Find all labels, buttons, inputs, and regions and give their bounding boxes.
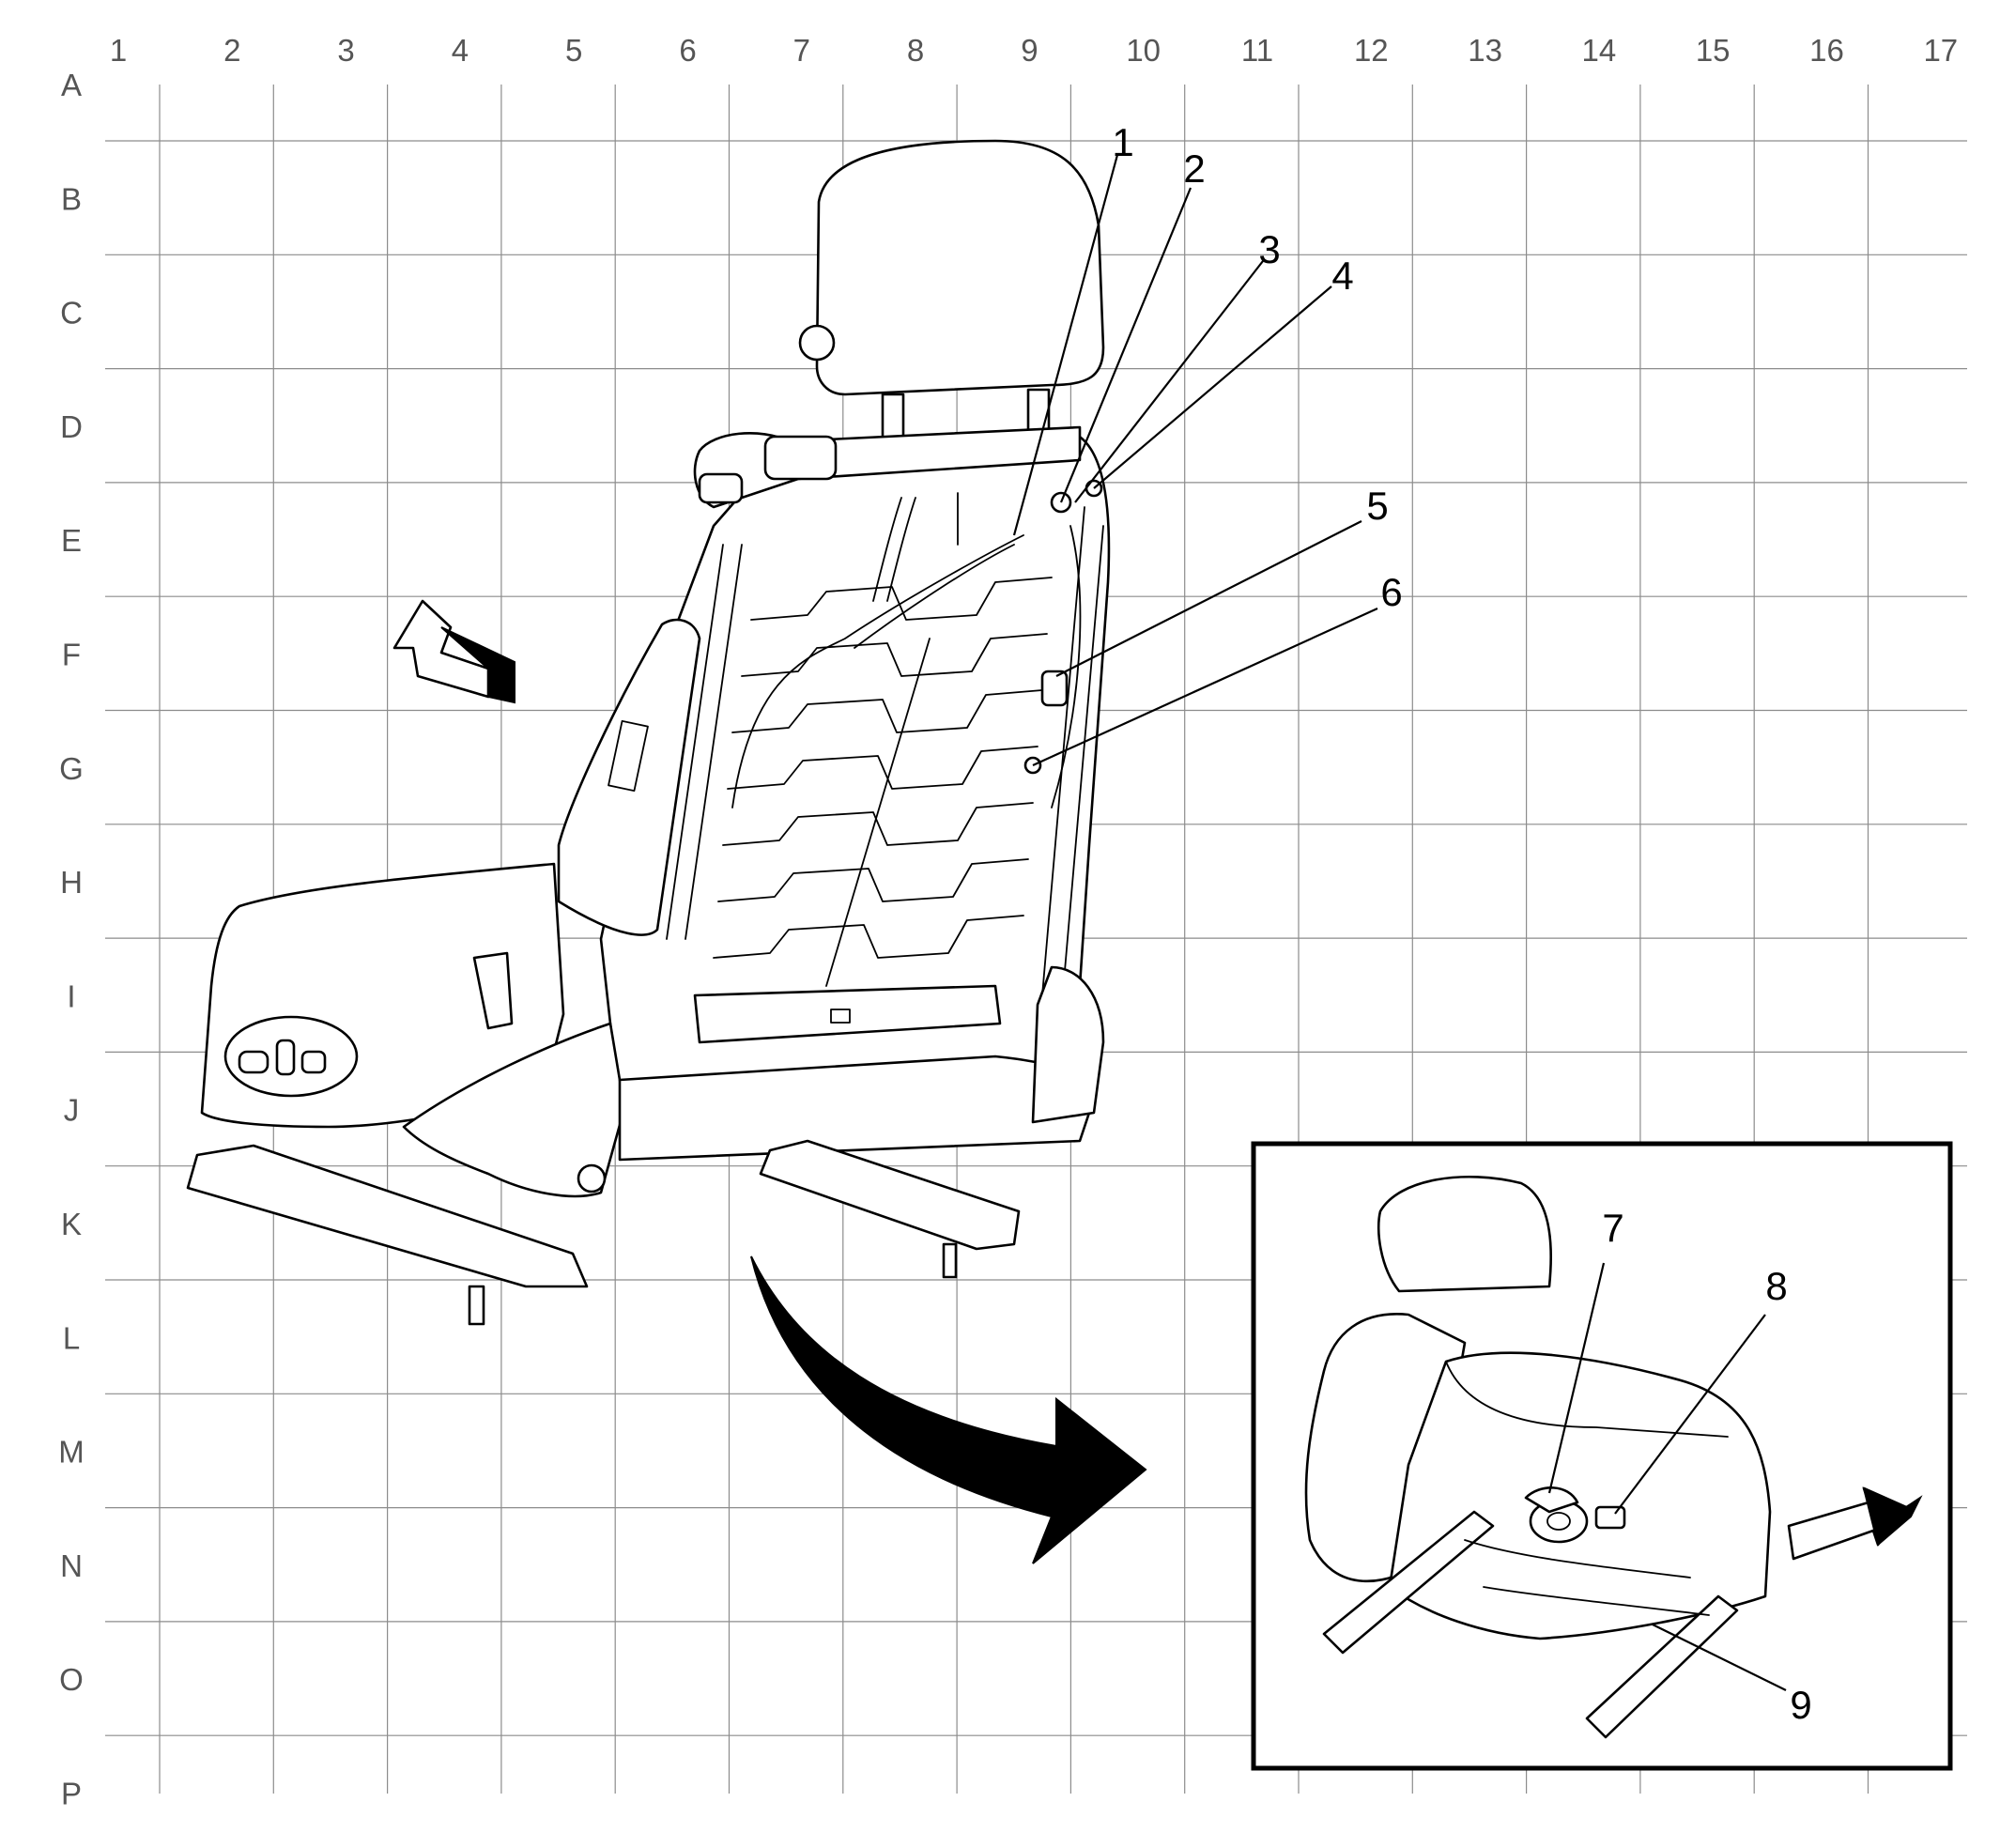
crossbar-clip <box>830 1009 851 1024</box>
inset-module-8 <box>1594 1505 1626 1530</box>
direction-arrow-icon <box>392 599 515 704</box>
grid-column-label: 7 <box>793 33 810 68</box>
seat-illustration <box>186 139 1111 1326</box>
callout-3: 3 <box>1258 227 1280 271</box>
grid-row-label: I <box>67 978 75 1013</box>
grid-column-label: 15 <box>1696 33 1731 68</box>
leader-2 <box>1059 187 1192 503</box>
curved-rotate-arrow-icon <box>750 1255 1147 1564</box>
inset-seat-body <box>1388 1351 1772 1640</box>
right-rail-inner <box>1060 525 1104 1015</box>
grid-column-label: 17 <box>1923 33 1958 68</box>
track-foot-right <box>942 1242 958 1279</box>
grid-column-label: 5 <box>565 33 582 68</box>
inset-motor-hub <box>1546 1512 1571 1531</box>
inset-connector-7 <box>1524 1486 1579 1514</box>
side-panel-label <box>608 719 649 793</box>
leader-lines <box>1012 154 1787 1691</box>
grid-row-label: D <box>60 409 83 444</box>
leader-4 <box>1093 285 1332 489</box>
callout-labels: 1 2 3 4 5 6 7 8 9 <box>1112 120 1811 1727</box>
control-switch-3 <box>300 1050 327 1074</box>
leader-5 <box>1055 520 1362 677</box>
grid-row-label: J <box>64 1093 80 1128</box>
grid-column-label: 1 <box>110 33 127 68</box>
seat-track-right <box>759 1139 1021 1251</box>
grid-row-label: K <box>61 1207 82 1241</box>
callout-9: 9 <box>1790 1683 1811 1727</box>
inset-cushion-top <box>1445 1361 1729 1438</box>
grid-row-label: E <box>61 523 82 558</box>
grid-column-label: 12 <box>1354 33 1389 68</box>
seatback-side-panel <box>557 618 701 936</box>
grid-column-label: 6 <box>679 33 696 68</box>
inset-headrest <box>1377 1175 1552 1293</box>
grid-row-label: H <box>60 865 83 900</box>
callout-1: 1 <box>1112 120 1133 164</box>
grid-column-label: 2 <box>223 33 240 68</box>
top-handle-small <box>698 472 744 504</box>
grid-row-label: G <box>59 751 84 786</box>
callout-8: 8 <box>1765 1264 1787 1308</box>
grid-column-label: 8 <box>907 33 924 68</box>
grid-column-label: 9 <box>1021 33 1038 68</box>
leader-3 <box>1074 260 1264 503</box>
grid-row-label: P <box>61 1777 82 1811</box>
grid-row-label: F <box>62 638 81 672</box>
top-handle <box>763 435 838 481</box>
grid-column-label: 3 <box>337 33 354 68</box>
inset-rail-left <box>1322 1510 1495 1655</box>
callout-4: 4 <box>1331 254 1353 298</box>
inset-underside-view <box>1251 1141 1953 1771</box>
callout-6: 6 <box>1380 570 1402 614</box>
headrest-button <box>798 324 836 362</box>
lower-crossbar <box>693 984 1002 1044</box>
leader-6 <box>1032 607 1378 767</box>
suspension-springs <box>713 577 1053 959</box>
leader-8 <box>1614 1314 1766 1515</box>
track-bolt <box>577 1163 607 1194</box>
seat-track-left <box>186 1144 589 1288</box>
grid-column-label: 4 <box>452 33 469 68</box>
callout-7: 7 <box>1602 1206 1623 1250</box>
direction-arrow-icon <box>1787 1486 1923 1561</box>
inset-rail-right <box>1585 1594 1739 1739</box>
left-rail <box>666 544 724 940</box>
connector-5 <box>1040 670 1069 707</box>
cushion-front-cover <box>402 1022 626 1198</box>
belt-buckle <box>472 951 514 1030</box>
grid-row-label: C <box>60 296 83 331</box>
grid-column-label: 11 <box>1241 33 1273 68</box>
grid-row-label: L <box>63 1320 80 1355</box>
left-rail-inner <box>685 544 743 940</box>
grid-row-label: A <box>61 68 82 102</box>
leader-1 <box>1012 154 1119 536</box>
callout-2: 2 <box>1183 146 1205 191</box>
right-bolster <box>1031 965 1105 1124</box>
grid-column-label: 14 <box>1582 33 1617 68</box>
inset-harness <box>1464 1539 1710 1616</box>
control-switch-2 <box>275 1039 296 1076</box>
grid-column-label: 13 <box>1468 33 1502 68</box>
grid-row-label: B <box>61 181 82 216</box>
control-switch-1 <box>238 1050 269 1074</box>
track-foot-left <box>468 1285 485 1326</box>
grid-row-label: M <box>58 1435 85 1470</box>
callout-5: 5 <box>1366 484 1388 528</box>
leader-9 <box>1652 1624 1787 1691</box>
grid-column-label: 10 <box>1126 33 1161 68</box>
grid-row-label: O <box>59 1662 84 1697</box>
grid-column-label: 16 <box>1809 33 1844 68</box>
leader-7 <box>1547 1262 1606 1494</box>
headrest <box>815 139 1105 396</box>
grid-row-label: N <box>60 1548 83 1583</box>
center-rod <box>825 638 931 987</box>
row-labels: A B C D E F G H I J K L M N O P <box>58 68 85 1811</box>
